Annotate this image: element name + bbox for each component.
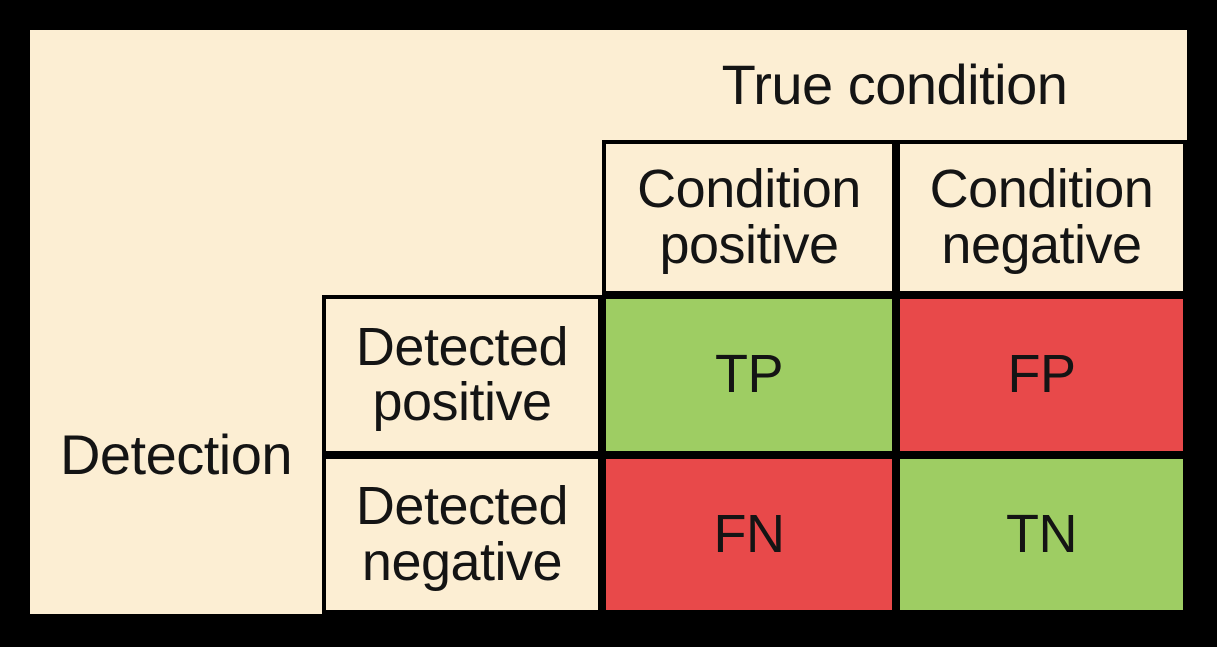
row-header-detected-negative: Detected negative [322,455,602,614]
true-condition-header: True condition [721,53,1068,117]
matrix-cell-false-negative: FN [602,455,896,614]
column-header-condition-negative: Condition negative [896,140,1187,295]
detection-header: Detection [59,422,293,486]
confusion-matrix-panel: True condition Condition positive Condit… [30,30,1187,614]
row-header-detected-positive: Detected positive [322,295,602,455]
matrix-cell-true-negative: TN [896,455,1187,614]
column-header-condition-positive: Condition positive [602,140,896,295]
matrix-cell-false-positive: FP [896,295,1187,455]
matrix-cell-true-positive: TP [602,295,896,455]
